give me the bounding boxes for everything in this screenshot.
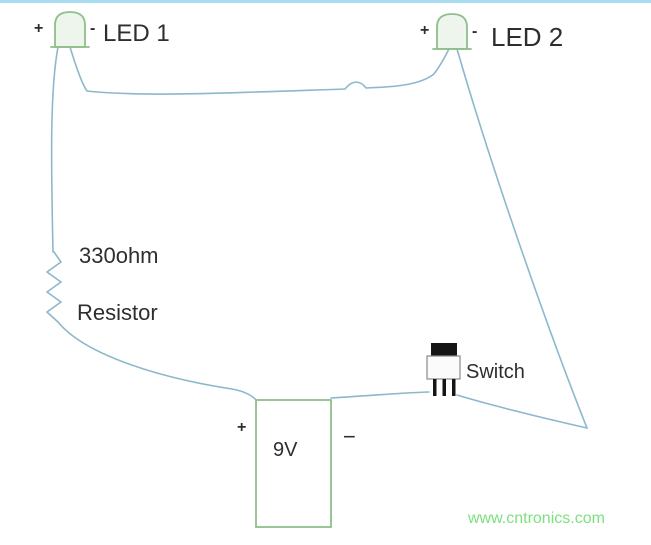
- resistor-symbol: [46, 251, 62, 323]
- wire-led1-to-led2: [69, 46, 450, 95]
- top-border-line: [0, 0, 651, 3]
- battery-plus-sign: +: [237, 419, 246, 436]
- switch-cap: [431, 343, 457, 356]
- switch-leg-2: [442, 379, 446, 396]
- led2-label: LED 2: [491, 22, 563, 52]
- led1-minus-sign: -: [90, 20, 95, 37]
- battery-symbol: [255, 399, 332, 528]
- watermark-text: www.cntronics.com: [467, 510, 605, 527]
- switch-leg-1: [433, 379, 437, 396]
- led2-symbol: [432, 13, 472, 50]
- resistor-value-label: 330ohm: [79, 243, 159, 268]
- switch-body: [426, 355, 461, 380]
- switch-symbol: [426, 343, 461, 396]
- led2-dome: [436, 13, 468, 50]
- wire-switch-to-junction: [456, 394, 588, 429]
- battery-value-label: 9V: [273, 439, 298, 461]
- led1-plus-sign: +: [34, 20, 43, 37]
- switch-label: Switch: [466, 361, 525, 383]
- led1-label: LED 1: [103, 20, 170, 47]
- led2-plus-sign: +: [420, 22, 429, 39]
- wire-resistor-to-battery: [57, 321, 258, 402]
- wire-battery-to-switch: [330, 391, 430, 399]
- battery-minus-sign: −: [343, 424, 356, 449]
- switch-leg-3: [452, 379, 456, 396]
- led2-minus-sign: -: [472, 23, 477, 40]
- wire-led2-to-junction: [456, 48, 588, 429]
- led1-symbol: [50, 11, 90, 48]
- led1-dome: [54, 11, 86, 48]
- wire-led1-to-resistor: [50, 46, 59, 253]
- resistor-label: Resistor: [77, 300, 158, 325]
